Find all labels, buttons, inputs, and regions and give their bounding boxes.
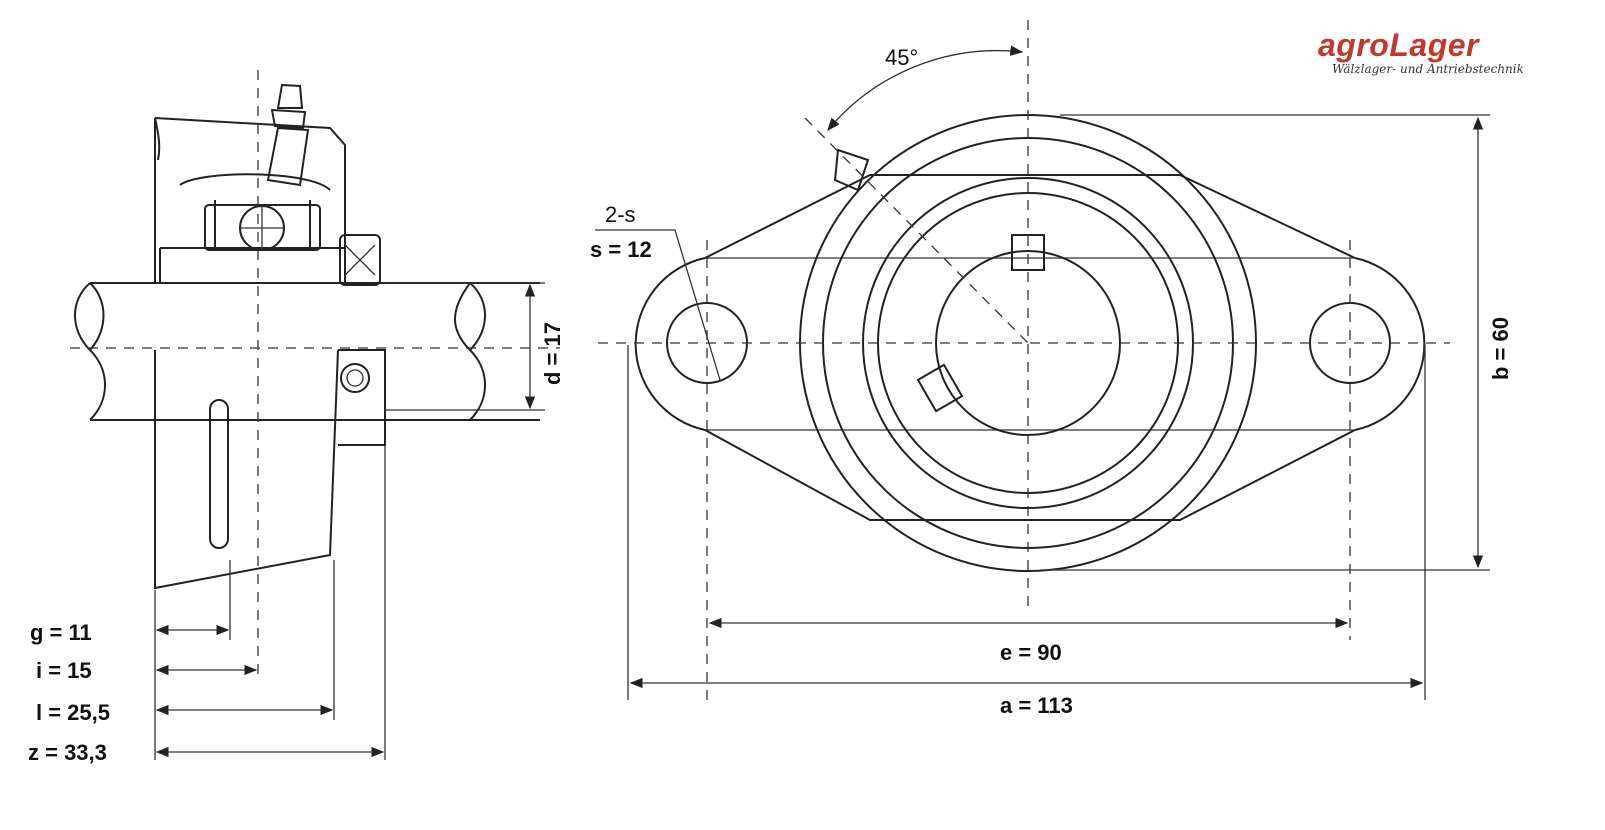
label-d: d = 17 — [540, 322, 565, 385]
side-view — [70, 70, 560, 760]
grease-nipple-side — [266, 126, 310, 187]
label-s: s = 12 — [590, 237, 652, 262]
housing-body — [154, 118, 339, 590]
label-i: i = 15 — [36, 658, 92, 683]
set-screw-top — [1011, 234, 1045, 271]
label-g: g = 11 — [30, 620, 92, 645]
brand-logo: agroLager Wälzlager- und Antriebstechnik — [1318, 28, 1558, 88]
grease-nipple-front — [833, 148, 870, 192]
angle-arc — [827, 45, 1024, 131]
set-screw-side — [339, 234, 381, 286]
label-e: e = 90 — [1000, 640, 1062, 665]
brand-tagline: Wälzlager- und Antriebstechnik — [1332, 62, 1524, 76]
label-l: l = 25,5 — [36, 700, 110, 725]
label-a: a = 113 — [1000, 693, 1073, 718]
label-angle: 45° — [885, 45, 918, 70]
flange-outline — [634, 174, 1426, 521]
label-holes: 2-s — [605, 202, 636, 227]
brand-name: agroLager — [1318, 27, 1479, 63]
bearing-insert — [159, 247, 346, 283]
set-screw-angled — [916, 363, 964, 413]
front-view — [595, 20, 1490, 700]
label-b: b = 60 — [1488, 317, 1513, 380]
label-z: z = 33,3 — [28, 740, 107, 765]
